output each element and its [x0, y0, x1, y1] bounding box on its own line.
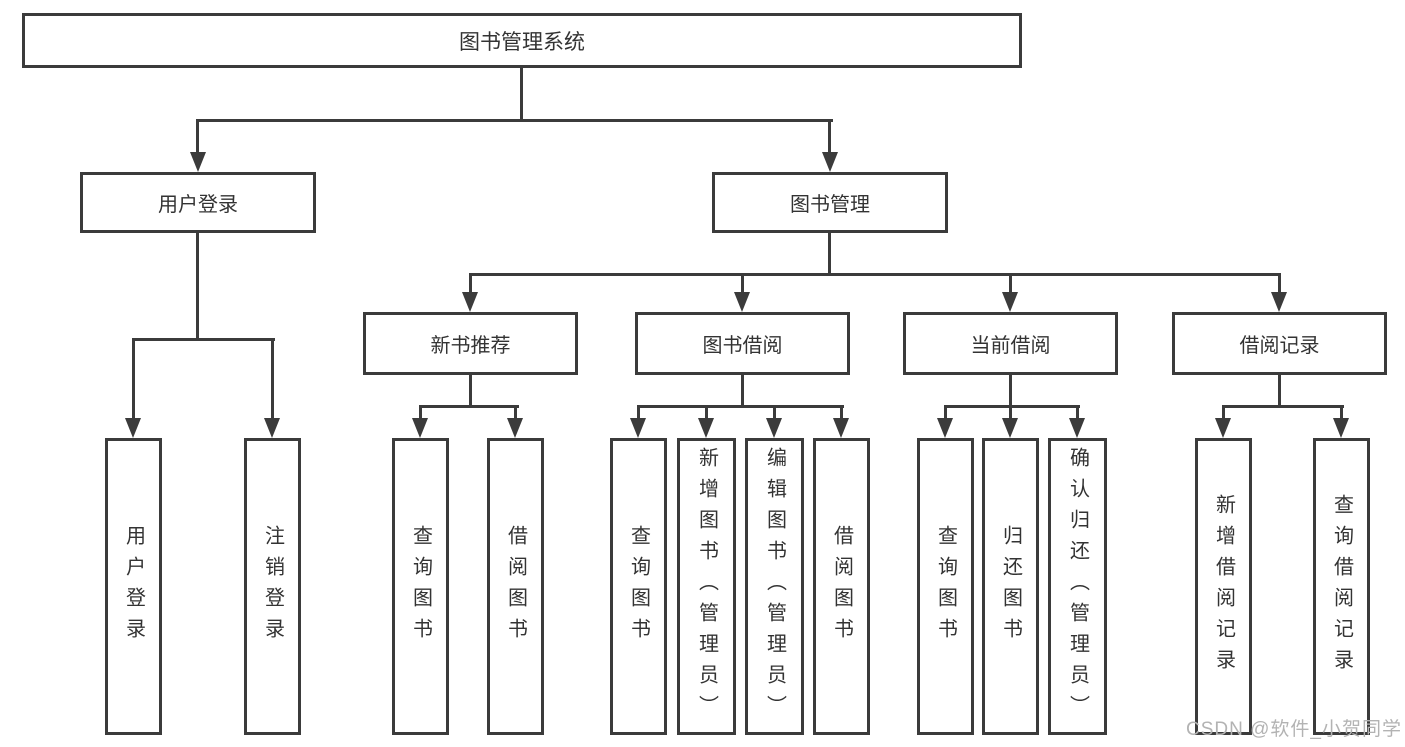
connector-line	[469, 375, 472, 408]
connector-line	[196, 233, 199, 340]
connector-line	[1340, 405, 1343, 418]
leaf-label: 新增图书（管理员）	[695, 447, 718, 726]
connector-line	[1278, 375, 1281, 408]
arrow-down-icon	[937, 418, 953, 438]
connector-line	[1278, 273, 1281, 293]
connector-line	[637, 405, 640, 418]
connector-line	[637, 405, 844, 408]
leaf-label: 注销登录	[261, 524, 284, 649]
arrow-down-icon	[507, 418, 523, 438]
node-current-borrow: 当前借阅	[903, 312, 1118, 375]
arrow-down-icon	[833, 418, 849, 438]
connector-line	[1076, 405, 1079, 418]
arrow-down-icon	[822, 152, 838, 172]
leaf-label: 借阅图书	[504, 524, 527, 649]
connector-line	[1009, 375, 1012, 408]
arrow-down-icon	[630, 418, 646, 438]
arrow-down-icon	[264, 418, 280, 438]
leaf-label: 借阅图书	[830, 524, 853, 649]
arrow-down-icon	[1333, 418, 1349, 438]
leaf-current-query: 查询图书	[917, 438, 974, 735]
leaf-borrow-add-admin: 新增图书（管理员）	[677, 438, 736, 735]
leaf-label: 归还图书	[999, 524, 1022, 649]
connector-line	[196, 119, 199, 152]
connector-line	[1009, 273, 1012, 293]
arrow-down-icon	[698, 418, 714, 438]
connector-line	[419, 405, 519, 408]
leaf-borrow-query: 查询图书	[610, 438, 667, 735]
connector-line	[419, 405, 422, 418]
connector-line	[773, 405, 776, 418]
leaf-record-add: 新增借阅记录	[1195, 438, 1252, 735]
connector-line	[520, 68, 523, 122]
node-book-management: 图书管理	[712, 172, 948, 233]
node-user-login: 用户登录	[80, 172, 316, 233]
leaf-label: 新增借阅记录	[1212, 493, 1235, 680]
leaf-label: 用户登录	[122, 524, 145, 649]
connector-line	[514, 405, 517, 418]
arrow-down-icon	[190, 152, 206, 172]
connector-line	[705, 405, 708, 418]
node-borrow-record: 借阅记录	[1172, 312, 1387, 375]
connector-line	[271, 338, 274, 418]
arrow-down-icon	[1002, 292, 1018, 312]
arrow-down-icon	[1069, 418, 1085, 438]
leaf-label: 查询图书	[409, 524, 432, 649]
arrow-down-icon	[1215, 418, 1231, 438]
leaf-record-query: 查询借阅记录	[1313, 438, 1370, 735]
connector-line	[741, 375, 744, 408]
leaf-user-login: 用户登录	[105, 438, 162, 735]
watermark: CSDN @软件_小贺同学	[1186, 719, 1402, 740]
arrow-down-icon	[1002, 418, 1018, 438]
leaf-label: 编辑图书（管理员）	[763, 447, 786, 726]
connector-line	[197, 119, 833, 122]
leaf-label: 查询借阅记录	[1330, 493, 1353, 680]
node-new-book-recommend: 新书推荐	[363, 312, 578, 375]
connector-line	[469, 273, 472, 293]
leaf-newbook-query: 查询图书	[392, 438, 449, 735]
leaf-current-confirm-admin: 确认归还（管理员）	[1048, 438, 1107, 735]
arrow-down-icon	[412, 418, 428, 438]
arrow-down-icon	[766, 418, 782, 438]
node-root: 图书管理系统	[22, 13, 1022, 68]
connector-line	[1222, 405, 1225, 418]
connector-line	[741, 273, 744, 293]
node-book-borrow: 图书借阅	[635, 312, 850, 375]
connector-line	[1009, 405, 1012, 418]
connector-line	[132, 338, 275, 341]
connector-line	[1222, 405, 1344, 408]
arrow-down-icon	[462, 292, 478, 312]
connector-line	[944, 405, 1080, 408]
connector-line	[944, 405, 947, 418]
connector-line	[828, 233, 831, 276]
connector-line	[132, 338, 135, 418]
leaf-newbook-borrow: 借阅图书	[487, 438, 544, 735]
arrow-down-icon	[734, 292, 750, 312]
leaf-label: 查询图书	[627, 524, 650, 649]
leaf-label: 查询图书	[934, 524, 957, 649]
leaf-borrow-book: 借阅图书	[813, 438, 870, 735]
leaf-label: 确认归还（管理员）	[1066, 447, 1089, 726]
connector-line	[828, 119, 831, 152]
arrow-down-icon	[1271, 292, 1287, 312]
leaf-current-return: 归还图书	[982, 438, 1039, 735]
connector-line	[840, 405, 843, 418]
connector-line	[469, 273, 1281, 276]
leaf-borrow-edit-admin: 编辑图书（管理员）	[745, 438, 804, 735]
leaf-logout: 注销登录	[244, 438, 301, 735]
arrow-down-icon	[125, 418, 141, 438]
